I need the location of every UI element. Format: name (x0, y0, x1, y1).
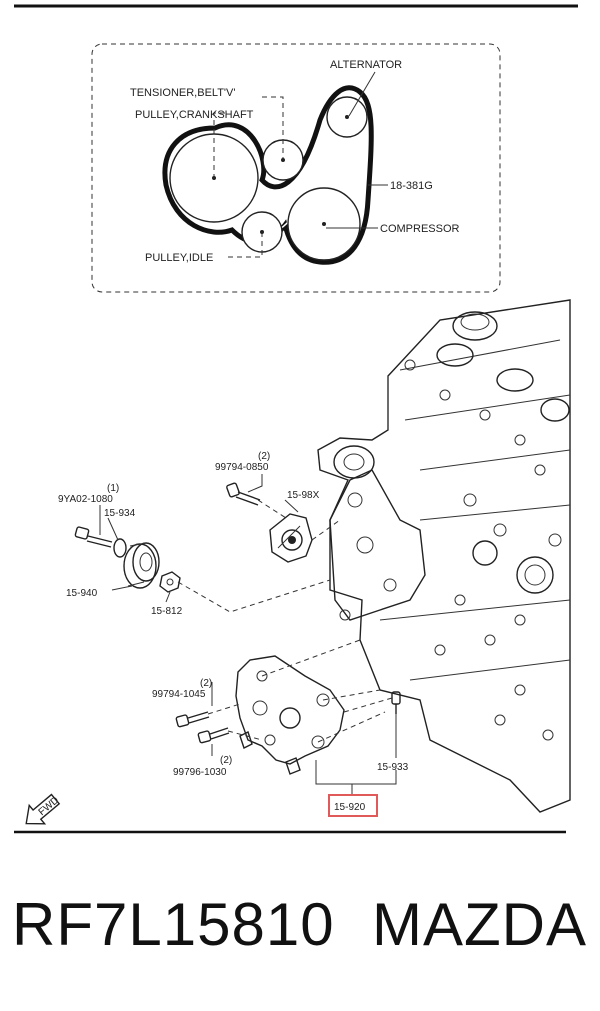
callout-bolt-low: 99796-1030 (173, 767, 227, 778)
callout-pulley: 15-940 (66, 588, 98, 599)
label-crankshaft-pulley: PULLEY,CRANKSHAFT (135, 109, 254, 121)
washer-shape (113, 538, 127, 558)
engine-block (317, 299, 571, 813)
label-tensioner: TENSIONER,BELT'V' (130, 87, 235, 99)
part-number: RF7L15810 (12, 891, 335, 958)
label-compressor: COMPRESSOR (380, 223, 460, 235)
callout-nut: 15-812 (151, 606, 183, 617)
callout-stud: 15-933 (377, 762, 409, 773)
callout-bolt-low-qty: (2) (220, 755, 232, 766)
fwd-label: FWD (37, 795, 62, 818)
callout-bolt-top: 99794-0850 (215, 462, 269, 473)
fwd-arrow-icon: FWD (25, 793, 62, 825)
bolt-low-shape (197, 727, 230, 744)
bracket-highlight-box (328, 794, 378, 817)
callout-washer: 15-934 (104, 508, 136, 519)
label-alternator: ALTERNATOR (330, 59, 402, 71)
label-idle-pulley: PULLEY,IDLE (145, 252, 213, 264)
nut-shape (159, 571, 181, 593)
belt-routing-inset: ALTERNATOR TENSIONER,BELT'V' PULLEY,CRAN… (91, 43, 501, 293)
callout-bolt-mid-qty: (2) (200, 678, 212, 689)
callout-bolt-left-qty: (1) (107, 483, 119, 494)
footer-caption: RF7L15810 MAZDA (0, 890, 600, 980)
bolt-mid-shape (175, 711, 210, 728)
vehicle-make: MAZDA (372, 891, 587, 958)
exploded-parts (74, 474, 401, 817)
idler-pulley-shape (123, 542, 160, 589)
bolt-left-shape (74, 526, 113, 548)
callout-bolt-left: 9YA02-1080 (58, 494, 113, 505)
callout-bracket: 15-920 (334, 802, 366, 813)
callout-bolt-mid: 99794-1045 (152, 689, 206, 700)
callout-tensioner: 15-98X (287, 490, 320, 501)
tensioner-shape (269, 513, 313, 563)
bolt-top-shape (226, 482, 261, 506)
bracket-shape (235, 655, 345, 775)
callout-bolt-top-qty: (2) (258, 451, 270, 462)
label-belt: 18-381G (390, 180, 433, 192)
callout-labels: (2) 99794-0850 (1) 9YA02-1080 15-934 15-… (58, 451, 409, 813)
